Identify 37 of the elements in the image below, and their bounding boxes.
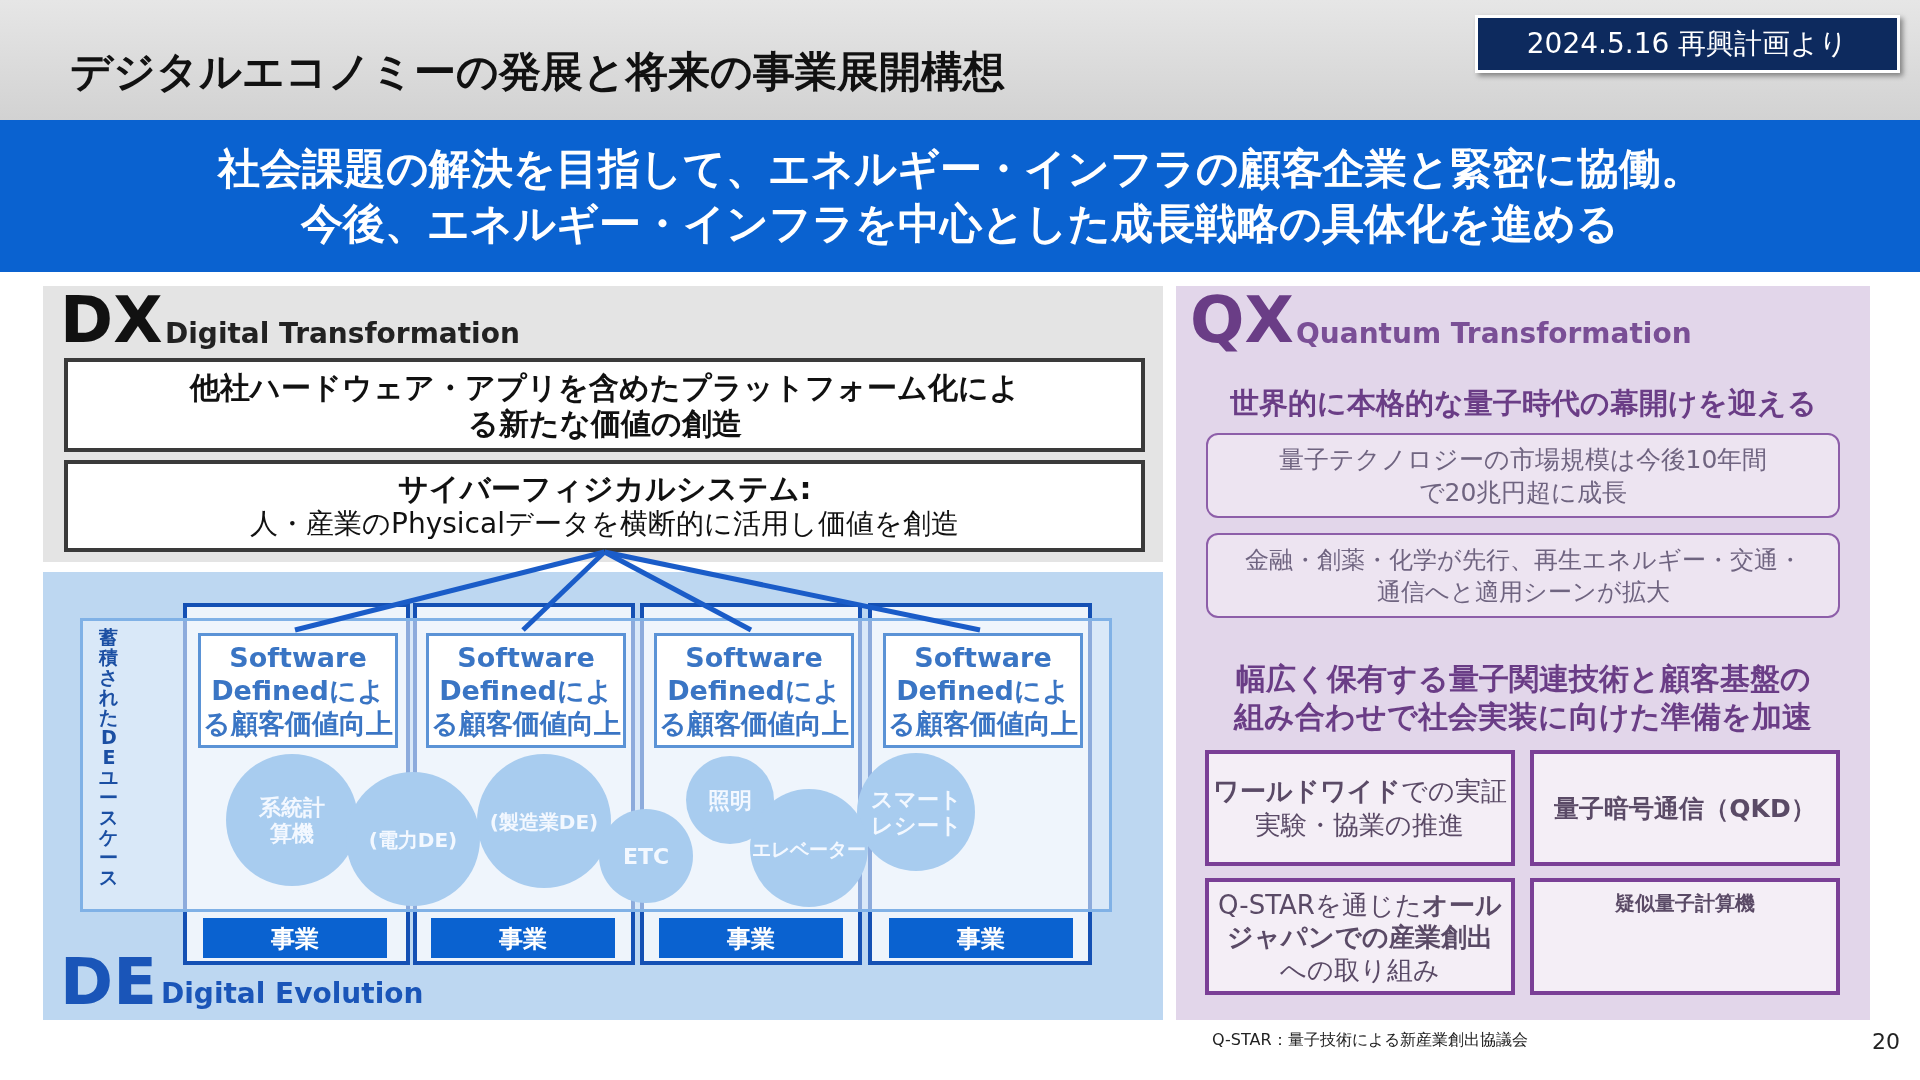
panel-title: DE <box>60 950 157 1014</box>
business-bar: 事業 <box>431 918 615 958</box>
page-number: 20 <box>1872 1029 1900 1054</box>
business-bar: 事業 <box>203 918 387 958</box>
text-box: 疑似量子計算機 <box>1530 878 1840 995</box>
date-tag: 2024.5.16 再興計画より <box>1475 15 1900 73</box>
panel-subtitle: Quantum Transformation <box>1296 320 1692 348</box>
text-box: Software Definedによる顧客価値向上 <box>883 633 1083 748</box>
panel-title: QX <box>1190 288 1294 352</box>
use-case-frame <box>80 618 1112 912</box>
rounded-box: 量子テクノロジーの市場規模は今後10年間で20兆円超に成長 <box>1206 433 1840 518</box>
section-heading: 幅広く保有する量子関連技術と顧客基盤の組み合わせで社会実装に向けた準備を加速 <box>1233 660 1813 735</box>
panel-title: DX <box>60 288 163 352</box>
panel-subtitle: Digital Transformation <box>165 320 520 348</box>
business-bar: 事業 <box>889 918 1073 958</box>
rounded-box: 金融・創薬・化学が先行、再生エネルギー・交通・通信へと適用シーンが拡大 <box>1206 533 1840 618</box>
text-box: ワールドワイドでの実証実験・協業の推進 <box>1205 750 1515 866</box>
text-box: Software Definedによる顧客価値向上 <box>198 633 398 748</box>
business-bar: 事業 <box>659 918 843 958</box>
panel-subtitle: Digital Evolution <box>161 980 424 1008</box>
section-panel <box>43 572 1163 1020</box>
connector-line <box>521 550 607 632</box>
footnote: Q-STAR：量子技術による新産業創出協議会 <box>1212 1030 1528 1051</box>
text-box: 他社ハードウェア・アプリを含めたプラットフォーム化による新たな価値の創造 <box>64 358 1145 452</box>
box-heading: サイバーフィジカルシステム: <box>397 471 812 508</box>
box-text: 人・産業のPhysicalデータを横断的に活用し価値を創造 <box>250 507 959 541</box>
vertical-heading: 蓄積されたDEユースケース <box>97 627 120 887</box>
section-heading: 世界的に本格的な量子時代の幕開けを迎える <box>1228 385 1818 422</box>
section-panel <box>1176 286 1870 1020</box>
section-panel <box>43 286 1163 562</box>
headline-banner: 社会課題の解決を目指して、エネルギー・インフラの顧客企業と緊密に協働。今後、エネルギー・インフラを中心とした成長戦略の具体化を進める <box>0 120 1920 272</box>
text-box <box>64 460 1145 552</box>
text-box: 量子暗号通信（QKD） <box>1530 750 1840 866</box>
text-box: Software Definedによる顧客価値向上 <box>654 633 854 748</box>
text-box: Software Definedによる顧客価値向上 <box>426 633 626 748</box>
slide-title: デジタルエコノミーの発展と将来の事業展開構想 <box>70 46 1005 98</box>
text-box: Q-STARを通じたオールジャパンでの産業創出への取り組み <box>1205 878 1515 995</box>
